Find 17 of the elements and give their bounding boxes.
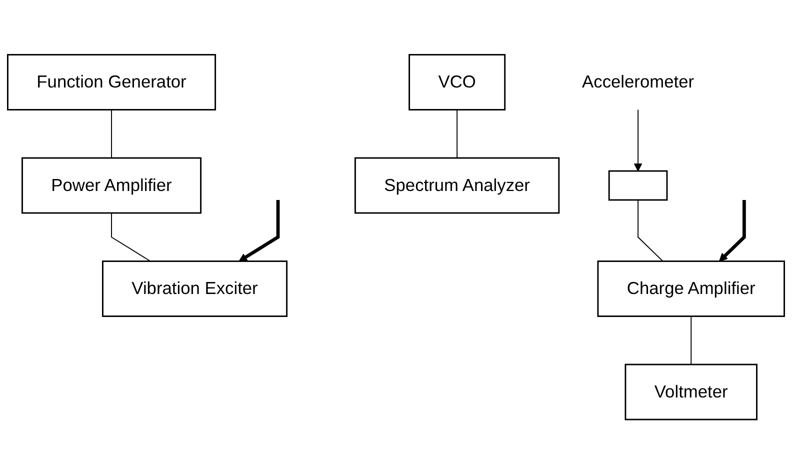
arrow [238, 200, 280, 262]
node-box: Vibration Exciter [102, 260, 288, 317]
node-box: Power Amplifier [22, 157, 202, 214]
arrow [719, 200, 746, 262]
node-box: Function Generator [7, 54, 216, 110]
connector [456, 109, 458, 158]
node-box [608, 170, 668, 201]
connector [690, 316, 692, 365]
node-box: Spectrum Analyzer [354, 157, 560, 214]
connector [111, 109, 112, 158]
node-box: VCO [408, 54, 506, 110]
connector [638, 199, 664, 262]
node-box: Voltmeter [624, 364, 758, 420]
arrow [634, 109, 642, 172]
node-box: Charge Amplifier [597, 260, 785, 317]
node-text: Accelerometer [582, 72, 694, 92]
connector [111, 212, 151, 262]
